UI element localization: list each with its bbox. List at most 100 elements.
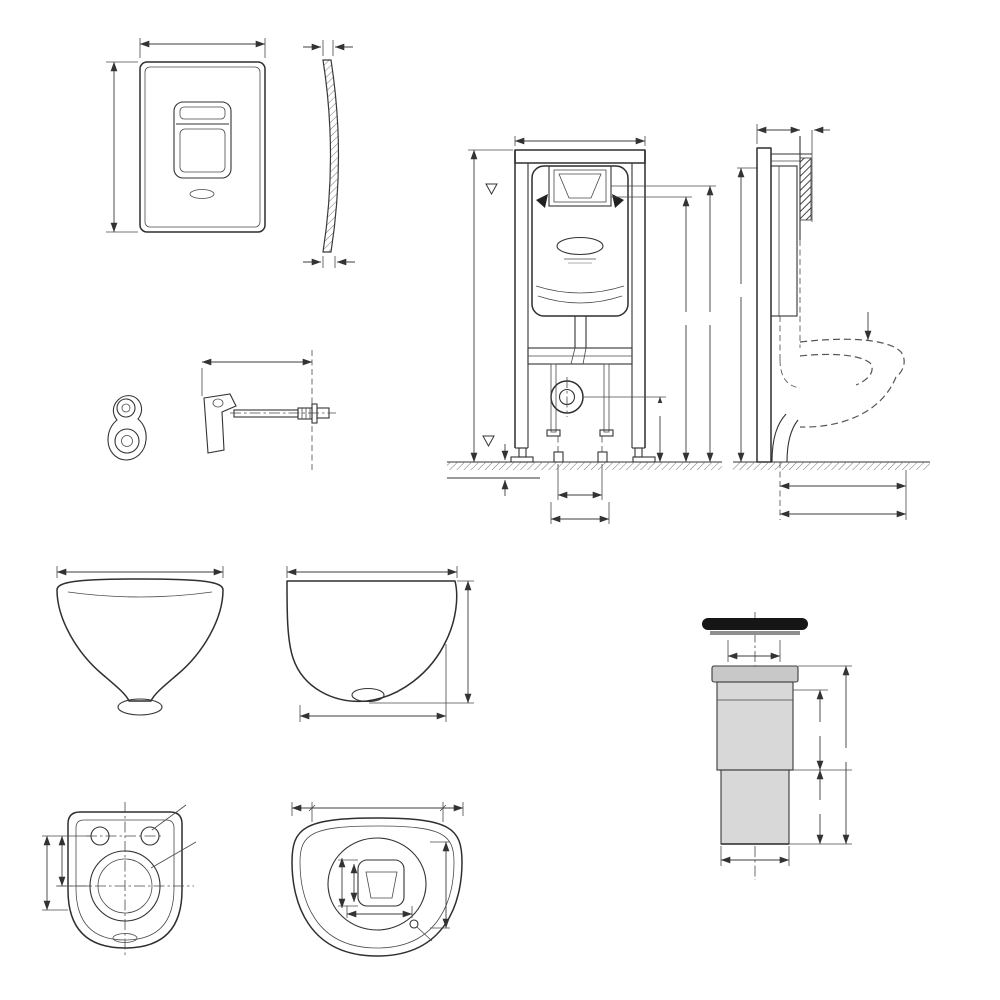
bracket-body: [203, 393, 237, 454]
floor-hatch: [447, 462, 722, 470]
dimension-pipe-l1: [808, 689, 832, 771]
pipe-seal: [702, 618, 808, 630]
left-floor-anchor: [553, 451, 564, 463]
flush-plate-front-view: [106, 38, 266, 233]
dimension-bowl-width: [56, 566, 224, 578]
dimension-height-960: [672, 196, 700, 463]
dimension-height-1000: [696, 185, 724, 463]
large-flush-button: [179, 128, 226, 173]
bowl-side-view: [286, 566, 474, 722]
pipe-lower-body: [720, 769, 790, 845]
anchor-hole-top-inner: [121, 403, 131, 413]
side-floor-hatch: [733, 462, 930, 470]
pipe-seal-plate: [710, 631, 800, 635]
bowl-top-outline: [291, 817, 463, 957]
frame-left-foot: [518, 447, 527, 458]
small-flush-button: [179, 106, 226, 120]
flush-shaft: [548, 165, 612, 207]
bracket-washer: [311, 403, 318, 424]
cistern-molding: [535, 285, 625, 294]
dimension-bowl-depth: [286, 566, 458, 578]
label-bg: [696, 312, 724, 325]
dimension-plate-height: [106, 61, 138, 233]
fixing-hole-right: [140, 826, 160, 846]
cistern: [531, 165, 629, 317]
right-foot-plate: [632, 456, 656, 463]
label-bg: [646, 403, 674, 416]
frame-front-view: [447, 136, 758, 524]
brand-logo-oval: [556, 236, 604, 256]
label-bg: [808, 722, 832, 736]
dimension-bolt-spacing: [557, 464, 603, 500]
bottom-outlet: [112, 933, 138, 943]
bowl-bottom-outline: [67, 811, 183, 949]
anchor-hole-bottom-inner: [121, 435, 133, 447]
right-hanger-bolt: [603, 363, 610, 433]
label-bg: [808, 800, 832, 814]
dimension-base-spacing: [550, 502, 610, 524]
dimension-inner-130: [346, 906, 413, 918]
level-triangle-icon: [482, 435, 495, 448]
flush-button-frame: [173, 101, 232, 179]
dimension-inner-180: [430, 841, 450, 929]
dimension-pipe-d1: [720, 846, 790, 866]
outlet-pipe-drawing: [702, 612, 858, 880]
flush-outlet-box: [357, 859, 405, 907]
bowl-opening: [327, 837, 427, 931]
frame-right-foot: [634, 447, 643, 458]
plate-side-profile: [322, 59, 340, 253]
dimension-plate-bottom-thickness: [303, 256, 355, 268]
bracket-hole: [212, 398, 224, 408]
dimension-pipe-d: [727, 640, 781, 662]
dimension-plate-width: [139, 38, 266, 58]
bowl-dashed-outline: [799, 338, 905, 428]
anchor-hole-bottom: [114, 428, 140, 454]
anchor-plate-outline: [107, 395, 147, 461]
level-mark-zero: [482, 435, 495, 448]
leader-hole-large: [150, 841, 197, 869]
bowl-side-outline: [286, 580, 458, 703]
bowl-side-outlet: [351, 687, 385, 703]
wall-section-hatch: [799, 157, 812, 221]
dimension-side-height-1060: [727, 167, 758, 463]
level-mark-plus: [485, 183, 498, 196]
dimension-drain-height: [646, 396, 674, 463]
label-bg: [727, 284, 755, 297]
label-bg: [834, 748, 858, 762]
frame-side-view: [733, 124, 930, 520]
bowl-front-view: [56, 566, 224, 716]
flush-mechanism: [558, 173, 602, 199]
bowl-front-outlet: [117, 698, 163, 716]
label-bg: [672, 312, 700, 325]
dimension-bowl-bottom-350: [299, 644, 447, 722]
cistern-side: [770, 165, 798, 317]
dimension-top-row: [291, 802, 464, 822]
bowl-front-outline: [56, 578, 224, 702]
dimension-plate-top-thickness: [303, 40, 353, 56]
flush-plate-inner-edge: [144, 66, 261, 228]
wall-bracket-drawing: [201, 350, 336, 470]
leader-hole-small: [151, 804, 187, 831]
drain-bend: [771, 413, 787, 463]
dimension-frame-depth: [756, 124, 801, 144]
pipe-upper-body: [716, 681, 794, 771]
bracket-rod: [233, 409, 299, 418]
anchor-hole-top: [116, 398, 136, 418]
right-clip-arrow-icon: [612, 194, 624, 208]
dimension-bowl-height-320: [369, 580, 474, 704]
leader-hole-15: [409, 919, 433, 942]
left-hanger-bolt: [550, 363, 557, 433]
frame-top-crossbar: [514, 149, 646, 164]
bowl-bottom-view: [42, 802, 197, 958]
dimension-pipe-l2: [808, 769, 832, 845]
left-foot-plate: [510, 456, 534, 463]
left-clip-arrow-icon: [536, 194, 548, 208]
dimension-frame-width: [514, 136, 646, 146]
right-floor-anchor: [597, 451, 608, 463]
flush-plate-body: [139, 61, 266, 233]
side-frame-rail: [756, 147, 772, 463]
pipe-collar: [711, 665, 799, 683]
dimension-frame-total-height: [468, 149, 513, 463]
level-triangle-icon: [485, 183, 498, 196]
